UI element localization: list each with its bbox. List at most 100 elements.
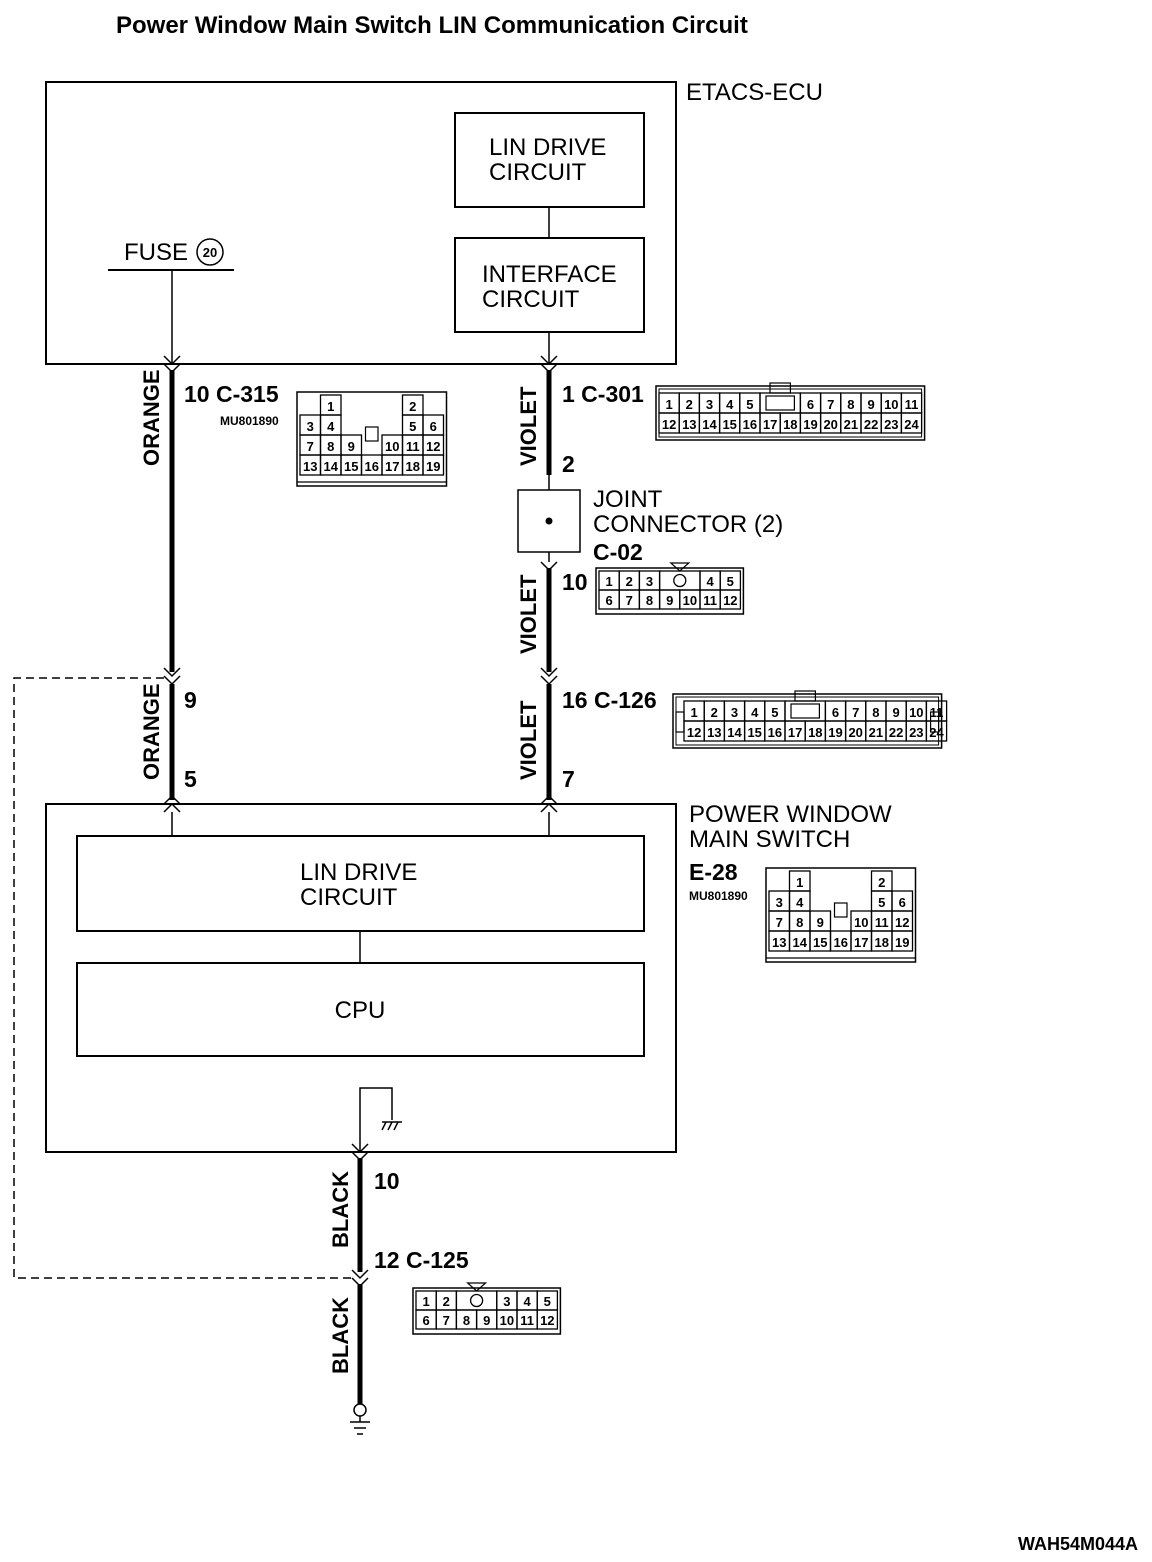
pin-row0-pin: 2 <box>878 875 885 890</box>
pin-top-pin: 1 <box>422 1294 429 1309</box>
pin-bottom-pin: 8 <box>646 593 653 608</box>
fuse-number-circle <box>196 238 224 266</box>
pin-top-pin: 11 <box>905 397 919 412</box>
c126-terminal: 16 C-126 <box>562 687 657 713</box>
pin-top-pin: 5 <box>771 705 778 720</box>
orange-wire-upper-label: ORANGE <box>139 369 164 466</box>
pin-top-pin: 1 <box>690 705 697 720</box>
pin-bottom-pin: 24 <box>929 725 944 740</box>
pin-row1-pin: 4 <box>796 895 804 910</box>
pin-bottom-cell <box>719 589 742 610</box>
pin-top-pin: 3 <box>646 574 653 589</box>
orange-terminal-9: 9 <box>184 687 197 713</box>
etacs-ecu-box <box>45 81 677 365</box>
c315-part-number: MU801890 <box>220 414 279 428</box>
diagram-title: Power Window Main Switch LIN Communicati… <box>116 12 748 39</box>
pin-bottom-pin: 14 <box>702 417 717 432</box>
pin-bottom-pin: 16 <box>768 725 782 740</box>
pin-top-pin: 6 <box>832 705 839 720</box>
pin-bottom-cell <box>536 1309 559 1330</box>
main-switch-part-number: MU801890 <box>689 889 748 903</box>
pin-bottom-pin: 23 <box>909 725 923 740</box>
main-switch-label-1: POWER WINDOW <box>689 801 892 828</box>
pin-bottom-pin: 21 <box>869 725 883 740</box>
pin-top-pin: 1 <box>605 574 612 589</box>
pin-bottom-pin: 24 <box>904 417 919 432</box>
pin-bottom-cell <box>925 720 948 742</box>
black-terminal-10: 10 <box>374 1168 400 1194</box>
main-switch-box <box>45 803 677 1153</box>
pin-row1-pin: 5 <box>878 895 885 910</box>
pin-row3-pin: 17 <box>854 935 868 950</box>
pin-bottom-pin: 8 <box>463 1313 470 1328</box>
joint-connector-label-2: CONNECTOR (2) <box>593 511 783 538</box>
pin-bottom-pin: 20 <box>823 417 837 432</box>
pin-top-pin: 5 <box>727 574 734 589</box>
main-switch-connector: E-28 <box>689 859 738 885</box>
pin-top-pin: 8 <box>847 397 854 412</box>
pin-top-pin: 7 <box>852 705 859 720</box>
pin-top-pin: 4 <box>523 1294 531 1309</box>
fuse-label: FUSE <box>124 239 188 266</box>
c125-terminal: 12 C-125 <box>374 1247 469 1273</box>
c02-terminal: 10 <box>562 569 588 595</box>
pin-row3-pin: 18 <box>406 459 420 474</box>
violet-wire-3 <box>540 684 558 836</box>
pin-bottom-pin: 11 <box>703 593 717 608</box>
pin-row2-pin: 8 <box>796 915 803 930</box>
pin-row3-pin: 16 <box>834 935 848 950</box>
switch-lin-drive-line1: LIN DRIVE <box>300 859 417 886</box>
c315-terminal: 10 C-315 <box>184 381 279 407</box>
pin-bottom-pin: 9 <box>666 593 673 608</box>
pin-row2-pin: 11 <box>875 915 889 930</box>
pin-bottom-pin: 17 <box>763 417 777 432</box>
pin-bottom-pin: 13 <box>682 417 696 432</box>
pin-row3-pin: 13 <box>303 459 317 474</box>
joint-connector-label-1: JOINT <box>593 486 663 513</box>
orange-wire-upper <box>163 355 181 686</box>
pin-top-pin: 6 <box>807 397 814 412</box>
violet-wire-1-label: VIOLET <box>516 386 541 466</box>
pin-top-pin: 4 <box>726 397 734 412</box>
pin-top-pin: 3 <box>503 1294 510 1309</box>
pin-top-pin: 3 <box>706 397 713 412</box>
interface-circuit-line2: CIRCUIT <box>482 286 580 313</box>
pin-top-pin: 10 <box>884 397 898 412</box>
pin-bottom-pin: 22 <box>864 417 878 432</box>
pin-row2-pin: 11 <box>406 439 420 454</box>
pin-bottom-pin: 21 <box>844 417 858 432</box>
pin-row3-pin: 16 <box>365 459 379 474</box>
pin-row2-pin: 7 <box>307 439 314 454</box>
pin-bottom-pin: 11 <box>520 1313 534 1328</box>
pin-bottom-pin: 14 <box>727 725 742 740</box>
pin-bottom-pin: 19 <box>803 417 817 432</box>
pin-bottom-pin: 13 <box>707 725 721 740</box>
orange-wire-lower <box>163 684 181 836</box>
pin-bottom-pin: 20 <box>848 725 862 740</box>
pin-row2-pin: 12 <box>895 915 909 930</box>
pin-bottom-pin: 17 <box>788 725 802 740</box>
pin-bottom-pin: 22 <box>889 725 903 740</box>
pin-top-pin: 11 <box>930 705 944 720</box>
pin-row1-pin: 4 <box>327 419 335 434</box>
pin-bottom-pin: 10 <box>500 1313 514 1328</box>
pin-row3-pin: 15 <box>813 935 827 950</box>
etacs-lin-drive-line2: CIRCUIT <box>489 159 587 186</box>
pin-row3-pin: 18 <box>875 935 889 950</box>
pin-bottom-pin: 7 <box>443 1313 450 1328</box>
pin-top-pin: 3 <box>731 705 738 720</box>
pin-row1-pin: 6 <box>430 419 437 434</box>
pin-row3-cell <box>422 454 445 476</box>
pin-top-pin: 2 <box>686 397 693 412</box>
violet-terminal-2: 2 <box>562 451 575 477</box>
cpu-box <box>76 962 645 1057</box>
pin-row3-pin: 14 <box>793 935 808 950</box>
pin-row2-pin: 9 <box>817 915 824 930</box>
pin-row0-pin: 1 <box>327 399 334 414</box>
violet-wire-3-label: VIOLET <box>516 700 541 780</box>
pin-bottom-pin: 9 <box>483 1313 490 1328</box>
